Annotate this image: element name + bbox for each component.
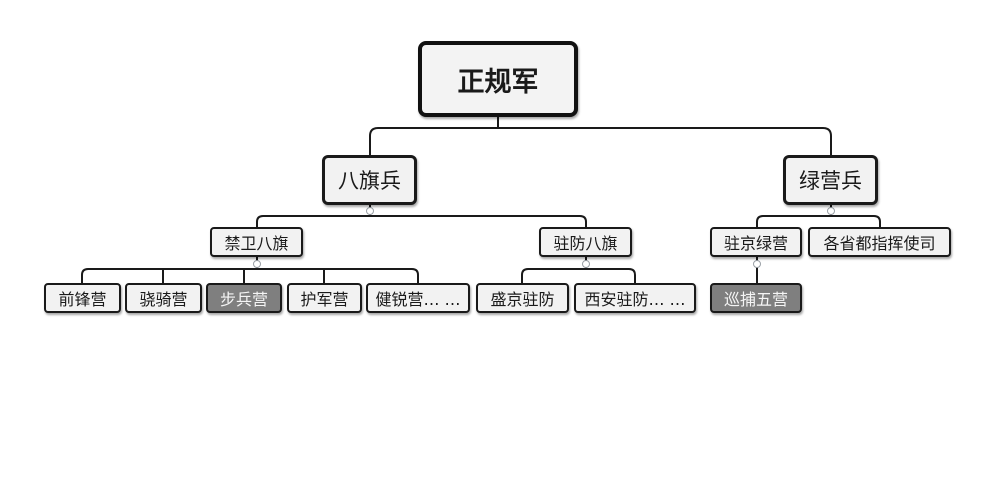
leaf-node-xunbu[interactable]: 巡捕五营 xyxy=(710,283,802,313)
connector-jinwei xyxy=(81,257,419,283)
connector-baqi xyxy=(256,205,587,227)
collapse-handle xyxy=(753,260,761,268)
collapse-handle xyxy=(582,260,590,268)
root-node[interactable]: 正规军 xyxy=(418,41,578,117)
branch-node-lvying[interactable]: 绿营兵 xyxy=(783,155,878,205)
collapse-handle xyxy=(366,207,374,215)
subbranch-node-gesheng[interactable]: 各省都指挥使司 xyxy=(808,227,951,257)
subbranch-node-jinwei[interactable]: 禁卫八旗 xyxy=(210,227,303,257)
connector-zhufang xyxy=(521,257,636,283)
collapse-handle xyxy=(827,207,835,215)
connector-lvying xyxy=(756,205,881,227)
leaf-node-shengjing[interactable]: 盛京驻防 xyxy=(476,283,569,313)
leaf-node-bubing[interactable]: 步兵营 xyxy=(206,283,282,313)
subbranch-node-zhujing[interactable]: 驻京绿营 xyxy=(710,227,802,257)
leaf-node-hujun[interactable]: 护军营 xyxy=(287,283,362,313)
leaf-node-qianfeng[interactable]: 前锋营 xyxy=(44,283,121,313)
leaf-node-xian[interactable]: 西安驻防… … xyxy=(574,283,696,313)
leaf-node-jianrui[interactable]: 健锐营… … xyxy=(366,283,470,313)
branch-node-baqi[interactable]: 八旗兵 xyxy=(322,155,417,205)
collapse-handle xyxy=(253,260,261,268)
leaf-node-xiaoqi[interactable]: 骁骑营 xyxy=(125,283,202,313)
connector-root xyxy=(369,117,832,155)
subbranch-node-zhufang[interactable]: 驻防八旗 xyxy=(539,227,632,257)
